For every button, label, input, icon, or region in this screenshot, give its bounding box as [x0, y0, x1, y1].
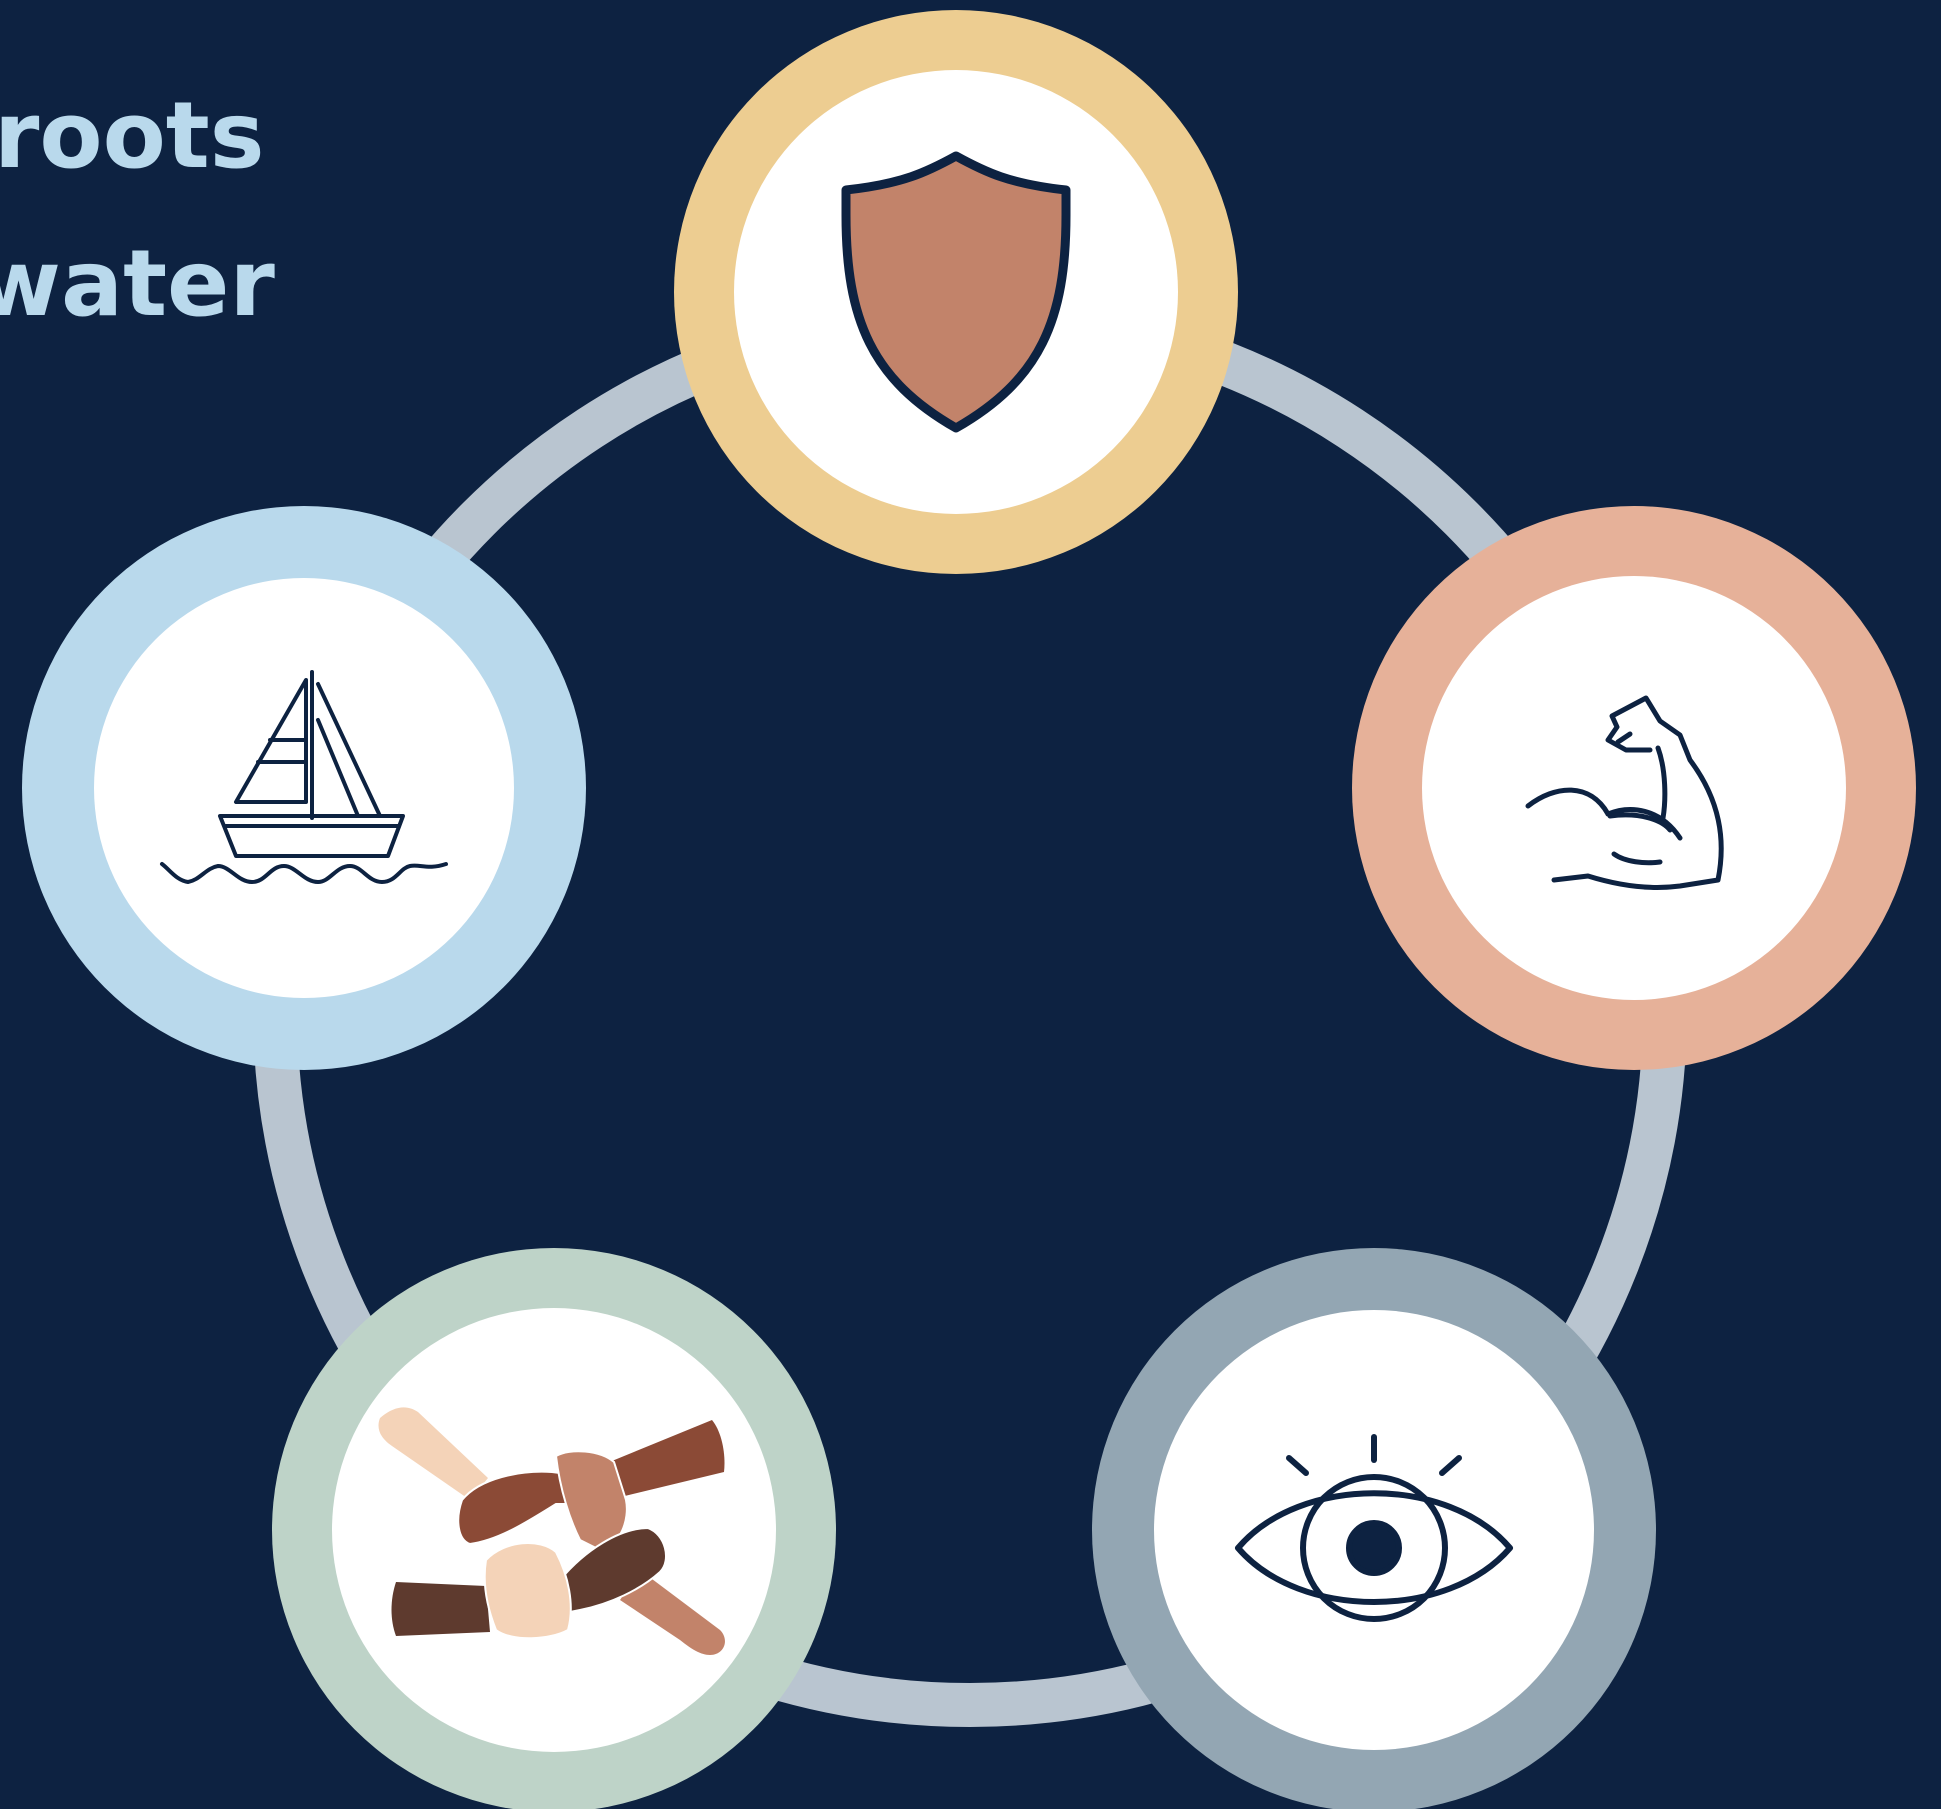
node-strength-inner: [1422, 576, 1846, 1000]
heading-line-2: water: [0, 230, 275, 337]
node-unity: [272, 1248, 836, 1809]
eye-icon: [1235, 1434, 1513, 1622]
joined-hands-icon: [378, 1407, 725, 1655]
node-strength: [1352, 506, 1916, 1070]
heading-line-1: roots: [0, 82, 265, 189]
shield-icon: [841, 151, 1071, 433]
node-vision: [1092, 1248, 1656, 1809]
node-shield: [674, 10, 1238, 574]
node-journey: [22, 506, 586, 1070]
node-unity-inner: [332, 1308, 776, 1752]
flexed-arm-icon: [1525, 695, 1724, 890]
sailboat-icon: [160, 670, 448, 884]
